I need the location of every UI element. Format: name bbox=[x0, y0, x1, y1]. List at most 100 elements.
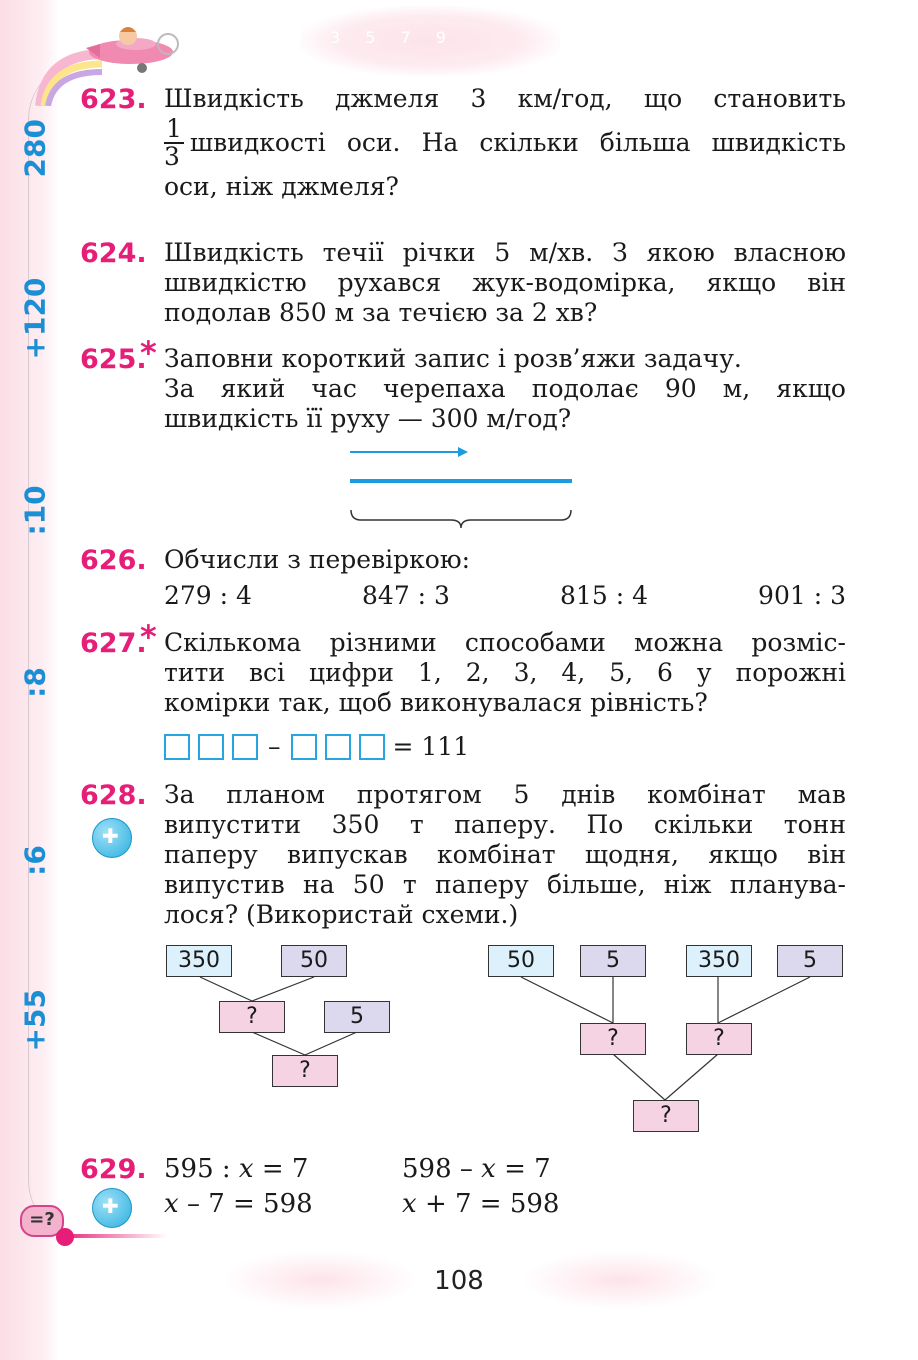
margin-label-div8: :8 bbox=[18, 667, 52, 698]
fraction-denominator: 3 bbox=[164, 142, 180, 171]
text-line: випустити 350 т паперу. По скільки тонн bbox=[164, 810, 846, 839]
schema-box: 5 bbox=[324, 1001, 390, 1033]
schema-box: 5 bbox=[777, 945, 843, 977]
margin-label-div6: :6 bbox=[18, 845, 52, 876]
text-line: оси, ніж джмеля? bbox=[164, 172, 399, 201]
task-text: Швидкість джмеля 3 км/год, що становить … bbox=[164, 84, 846, 202]
schema-box: ? bbox=[633, 1100, 699, 1132]
pink-divider bbox=[58, 1234, 168, 1238]
text-line: швидкості оси. На скільки більша швидкіс… bbox=[189, 128, 846, 157]
task-number: 626. bbox=[80, 545, 147, 576]
text-line: Скількома різними способами можна розміс… bbox=[164, 628, 846, 657]
equation-part: 598 – bbox=[402, 1154, 473, 1184]
task-626: 626. Обчисли з перевіркою: 279 : 4 847 :… bbox=[80, 545, 846, 611]
digit-cell[interactable] bbox=[232, 734, 258, 760]
equation: x – 7 = 598 bbox=[164, 1189, 313, 1219]
fraction: 1 3 bbox=[164, 116, 184, 170]
schema-box: 350 bbox=[686, 945, 752, 977]
task-628: 628. За планом протягом 5 днів комбінат … bbox=[80, 780, 846, 930]
digit-cell[interactable] bbox=[164, 734, 190, 760]
expression: 901 : 3 bbox=[758, 581, 846, 610]
margin-label-280: 280 bbox=[18, 119, 52, 178]
task-text: Швидкість течії річки 5 м/хв. З якою вла… bbox=[164, 238, 846, 328]
task-text: Скількома різними способами можна розміс… bbox=[164, 628, 846, 762]
expression: 847 : 3 bbox=[362, 581, 450, 610]
star-icon: * bbox=[140, 334, 157, 372]
text-line: За який час черепаха подолає 90 м, якщо bbox=[164, 374, 846, 403]
pink-dot-icon bbox=[56, 1228, 74, 1246]
task-number: 624. bbox=[80, 238, 147, 269]
task-625: 625. * Заповни короткий запис і розв’яжи… bbox=[80, 334, 846, 434]
minus-sign: – bbox=[268, 732, 281, 761]
task-number: 625. bbox=[80, 344, 147, 375]
margin-label-plus120: +120 bbox=[18, 277, 52, 360]
digit-cell[interactable] bbox=[290, 734, 317, 760]
margin-label-div10: :10 bbox=[18, 485, 52, 536]
digit-cell[interactable] bbox=[198, 734, 224, 760]
page-number: 108 bbox=[434, 1266, 484, 1296]
margin-curve bbox=[28, 60, 99, 1240]
cloud-digits: 3 5 7 9 bbox=[330, 28, 456, 47]
schema-box: ? bbox=[272, 1055, 338, 1087]
task-text: Заповни короткий запис і розв’яжи задачу… bbox=[164, 344, 846, 434]
star-icon: * bbox=[140, 618, 157, 656]
equation-result: = 111 bbox=[392, 732, 470, 761]
text-line: випустив на 50 т паперу більше, ніж план… bbox=[164, 870, 846, 899]
equation: 598 – x = 7 bbox=[402, 1154, 551, 1184]
text-line: паперу випускав комбінат щодня, якщо він bbox=[164, 840, 846, 869]
text-line: Швидкість джмеля 3 км/год, що становить bbox=[164, 84, 846, 113]
task-number: 629. bbox=[80, 1154, 147, 1185]
schema-box: ? bbox=[219, 1001, 285, 1033]
text-line: комірки так, щоб виконувалася рівність? bbox=[164, 688, 708, 717]
task-number: 623. bbox=[80, 84, 147, 115]
text-line: швидкість її руху — 300 м/год? bbox=[164, 404, 572, 433]
cloud-decoration bbox=[520, 1250, 720, 1310]
equation: x + 7 = 598 bbox=[402, 1189, 559, 1219]
equation-part: = 7 bbox=[504, 1154, 551, 1184]
task-623: 623. Швидкість джмеля 3 км/год, що стано… bbox=[80, 84, 846, 202]
task-624: 624. Швидкість течії річки 5 м/хв. З яко… bbox=[80, 238, 846, 328]
expression: 279 : 4 bbox=[164, 581, 252, 610]
task-number: 627. bbox=[80, 628, 147, 659]
equation-part: 595 : bbox=[164, 1154, 231, 1184]
equation-variable: x bbox=[402, 1189, 417, 1219]
cloud-decoration bbox=[220, 1250, 420, 1310]
text-line: Заповни короткий запис і розв’яжи задачу… bbox=[164, 344, 742, 373]
equation: 595 : x = 7 bbox=[164, 1154, 308, 1184]
schema-box: 50 bbox=[488, 945, 554, 977]
airplane-icon bbox=[86, 27, 179, 73]
fraction-numerator: 1 bbox=[164, 114, 184, 144]
text-line: тити всі цифри 1, 2, 3, 4, 5, 6 у порожн… bbox=[164, 658, 846, 687]
equation-part: = 7 bbox=[261, 1154, 309, 1184]
rainbow-trail-icon bbox=[35, 49, 103, 106]
text-line: Обчисли з перевіркою: bbox=[164, 545, 471, 574]
digit-cells-equation: – = 111 bbox=[164, 732, 846, 762]
fraction-line: 1 3 швидкості оси. На скільки більша шви… bbox=[164, 116, 846, 170]
expression: 815 : 4 bbox=[560, 581, 648, 610]
margin-label-plus55: +55 bbox=[18, 989, 52, 1052]
text-line: подолав 850 м за течією за 2 хв? bbox=[164, 298, 598, 327]
text-line: швидкістю рухався жук-водомірка, якщо ві… bbox=[164, 268, 846, 297]
text-line: Швидкість течії річки 5 м/хв. З якою вла… bbox=[164, 238, 846, 267]
task-text: За планом протягом 5 днів комбінат мав в… bbox=[164, 780, 846, 930]
puzzle-icon bbox=[92, 1188, 132, 1228]
digit-cell[interactable] bbox=[358, 734, 385, 760]
equation-part: + 7 = 598 bbox=[424, 1189, 560, 1219]
expressions-row: 279 : 4 847 : 3 815 : 4 901 : 3 bbox=[164, 581, 846, 611]
equals-question-badge: =? bbox=[20, 1205, 64, 1237]
text-line: За планом протягом 5 днів комбінат мав bbox=[164, 780, 846, 809]
puzzle-icon bbox=[92, 818, 132, 858]
text-line: лося? (Використай схеми.) bbox=[164, 900, 519, 929]
schema-box: ? bbox=[580, 1023, 646, 1055]
task-text: Обчисли з перевіркою: 279 : 4 847 : 3 81… bbox=[164, 545, 846, 611]
schema-box: 50 bbox=[281, 945, 347, 977]
schema-box: ? bbox=[686, 1023, 752, 1055]
task-627: 627. * Скількома різними способами можна… bbox=[80, 618, 846, 762]
task-number: 628. bbox=[80, 780, 147, 811]
equation-variable: x bbox=[238, 1154, 254, 1184]
schema-box: 5 bbox=[580, 945, 646, 977]
cloud-decoration bbox=[300, 6, 560, 76]
margin-strip bbox=[0, 0, 60, 1360]
digit-cell[interactable] bbox=[324, 734, 351, 760]
equation-part: – 7 = 598 bbox=[186, 1189, 313, 1219]
